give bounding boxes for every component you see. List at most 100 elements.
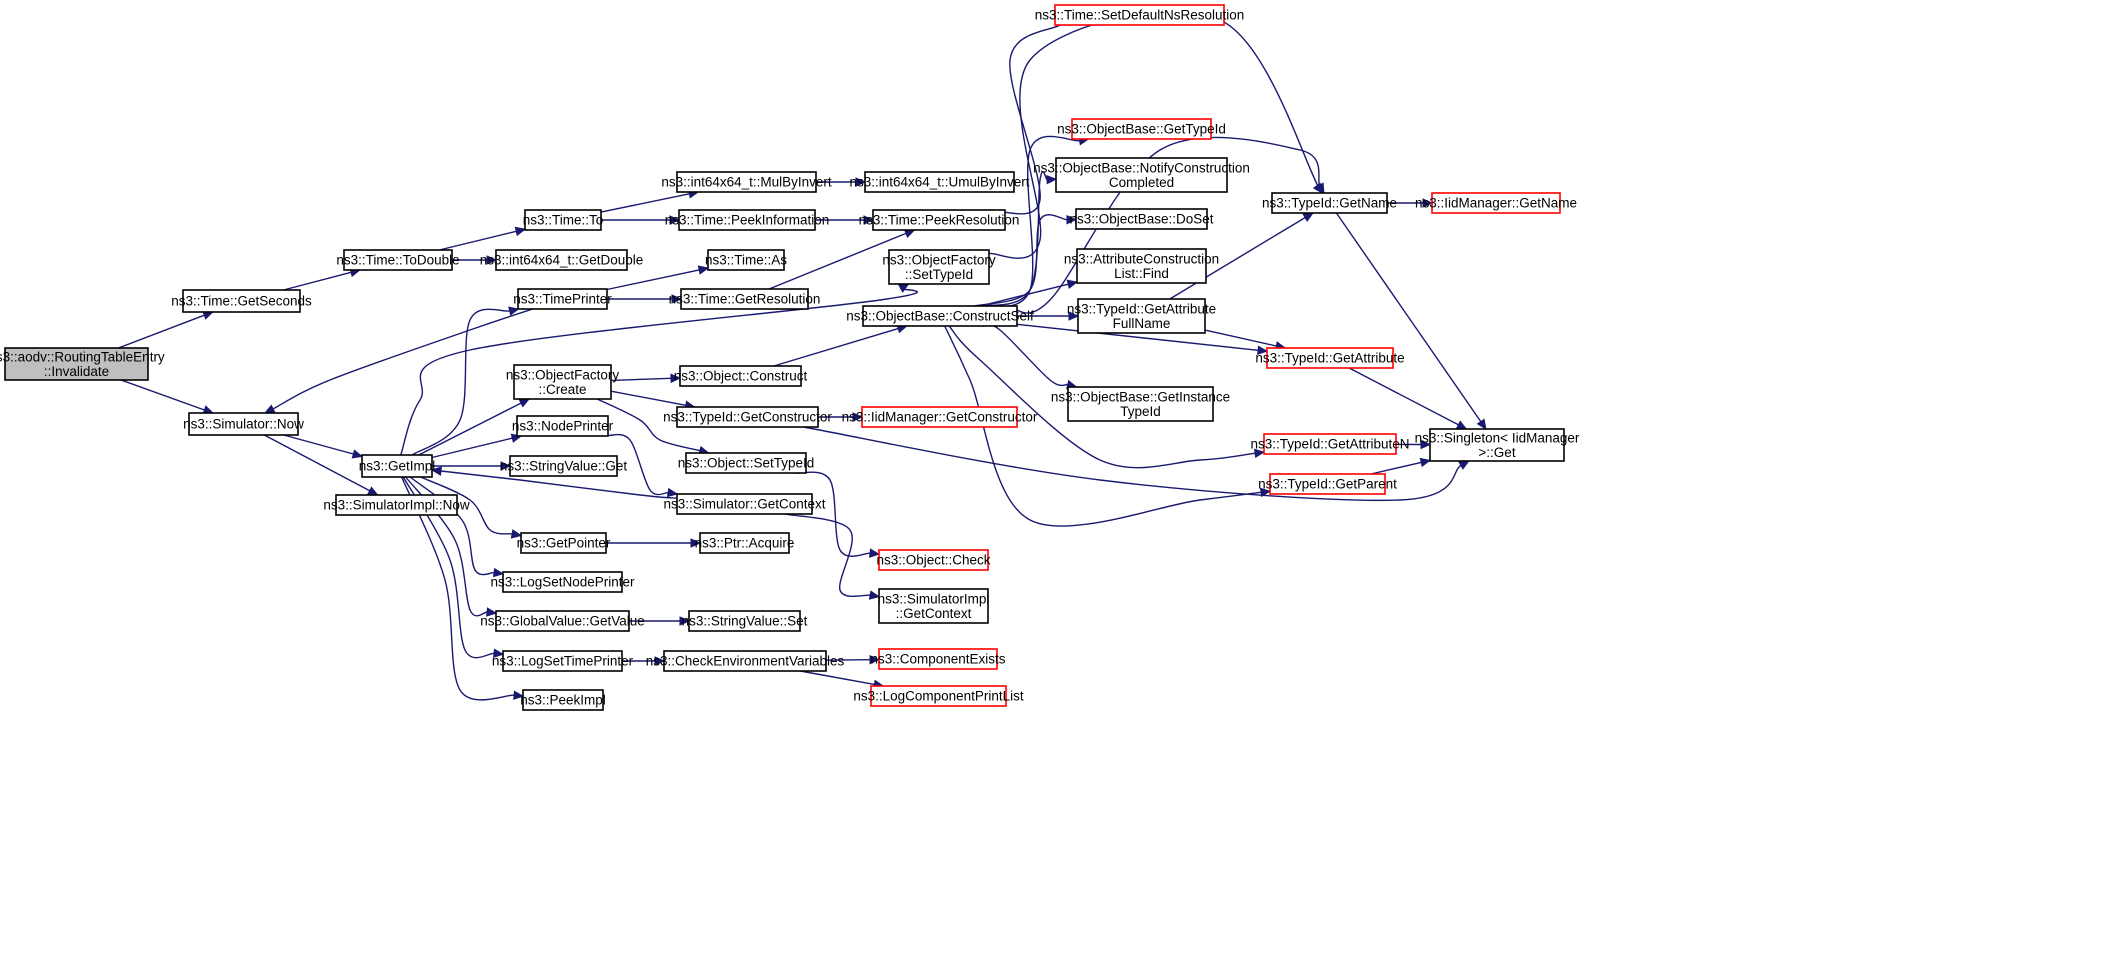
node-umulbyinvert[interactable]: ns3::int64x64_t::UmulByInvert [849,171,1030,193]
node-sim-now[interactable]: ns3::Simulator::Now [183,412,304,436]
node-box[interactable] [1271,192,1388,214]
node-peekres[interactable]: ns3::Time::PeekResolution [859,209,1020,231]
node-of-create[interactable]: ns3::ObjectFactory::Create [506,364,620,400]
node-int-getdouble[interactable]: ns3::int64x64_t::GetDouble [480,249,644,271]
node-box[interactable] [1075,208,1208,230]
node-box[interactable] [676,171,817,193]
node-ob-doset[interactable]: ns3::ObjectBase::DoSet [1069,208,1214,230]
node-box[interactable] [343,249,453,271]
node-getresolution[interactable]: ns3::Time::GetResolution [669,288,821,310]
node-box[interactable] [513,364,612,400]
node-checkenv[interactable]: ns3::CheckEnvironmentVariables [646,650,845,672]
node-box[interactable] [335,494,458,516]
node-of-settypeid[interactable]: ns3::ObjectFactory::SetTypeId [882,249,996,285]
node-box[interactable] [1269,473,1386,495]
node-mulbyinvert[interactable]: ns3::int64x64_t::MulByInvert [661,171,832,193]
node-box[interactable] [522,689,604,711]
node-get-seconds[interactable]: ns3::Time::GetSeconds [171,289,312,313]
node-box[interactable] [188,412,299,436]
node-box[interactable] [517,288,608,310]
node-box[interactable] [182,289,301,313]
node-box[interactable] [4,347,149,381]
node-to-double[interactable]: ns3::Time::ToDouble [336,249,460,271]
node-box[interactable] [1077,298,1206,334]
node-ob-gettypeid[interactable]: ns3::ObjectBase::GetTypeId [1057,118,1226,140]
node-getpointer[interactable]: ns3::GetPointer [517,532,611,554]
node-sv-get[interactable]: ns3::StringValue::Get [500,455,628,477]
node-setdefaultns[interactable]: ns3::Time::SetDefaultNsResolution [1035,4,1245,26]
node-obj-settypeid[interactable]: ns3::Object::SetTypeId [678,452,815,474]
node-simimpl-getcontext[interactable]: ns3::SimulatorImpl::GetContext [878,588,990,624]
node-logsettimeprinter[interactable]: ns3::LogSetTimePrinter [492,650,634,672]
node-box[interactable] [680,288,809,310]
node-time-to[interactable]: ns3::Time::To [523,209,604,231]
node-box[interactable] [862,305,1018,327]
node-box[interactable] [1055,157,1228,193]
node-simimpl-now[interactable]: ns3::SimulatorImpl::Now [323,494,470,516]
node-box[interactable] [878,588,989,624]
node-tid-getname[interactable]: ns3::TypeId::GetName [1262,192,1397,214]
node-box[interactable] [878,549,989,571]
node-box[interactable] [1266,347,1394,369]
node-box[interactable] [516,415,609,437]
node-obj-construct[interactable]: ns3::Object::Construct [674,365,808,387]
node-gv-getvalue[interactable]: ns3::GlobalValue::GetValue [480,610,645,632]
node-box[interactable] [502,571,623,593]
node-tid-getparent[interactable]: ns3::TypeId::GetParent [1258,473,1397,495]
node-box[interactable] [1071,118,1212,140]
node-getimpl[interactable]: ns3::GetImpl [359,454,436,478]
node-obj-check[interactable]: ns3::Object::Check [876,549,991,571]
node-box[interactable] [685,452,807,474]
node-time-as[interactable]: ns3::Time::As [705,249,787,271]
node-box[interactable] [870,685,1007,707]
node-box[interactable] [676,493,813,515]
node-iid-getctor[interactable]: ns3::IidManager::GetConstructor [842,406,1038,428]
node-box[interactable] [1067,386,1214,422]
node-tid-getctor[interactable]: ns3::TypeId::GetConstructor [663,406,832,428]
node-peekinfo[interactable]: ns3::Time::PeekInformation [665,209,830,231]
node-box[interactable] [878,648,998,670]
node-sv-set[interactable]: ns3::StringValue::Set [682,610,808,632]
node-box[interactable] [495,249,628,271]
node-ob-constructself[interactable]: ns3::ObjectBase::ConstructSelf [846,305,1034,327]
node-box[interactable] [861,406,1018,428]
node-invalidate[interactable]: ns3::aodv::RoutingTableEntry::Invalidate [0,347,165,381]
node-iid-getname[interactable]: ns3::IidManager::GetName [1415,192,1577,214]
node-box[interactable] [495,610,630,632]
node-ptr-acquire[interactable]: ns3::Ptr::Acquire [695,532,795,554]
node-singleton-get[interactable]: ns3::Singleton< IidManager >::Get [1415,428,1580,462]
node-timeprinter[interactable]: ns3::TimePrinter [513,288,612,310]
node-box[interactable] [699,532,790,554]
node-box[interactable] [1263,433,1397,455]
node-box[interactable] [679,365,802,387]
node-box[interactable] [864,171,1015,193]
node-logsetnodeprinter[interactable]: ns3::LogSetNodePrinter [490,571,635,593]
node-ob-notify[interactable]: ns3::ObjectBase::NotifyConstructionCompl… [1033,157,1250,193]
node-logcompprintlist[interactable]: ns3::LogComponentPrintList [853,685,1024,707]
node-box[interactable] [524,209,602,231]
node-box[interactable] [888,249,990,285]
node-box[interactable] [1076,248,1207,284]
node-box[interactable] [676,406,819,428]
node-box[interactable] [502,650,623,672]
node-box[interactable] [1054,4,1225,26]
node-box[interactable] [663,650,827,672]
node-box[interactable] [1431,192,1561,214]
node-sim-getcontext[interactable]: ns3::Simulator::GetContext [663,493,826,515]
node-box[interactable] [520,532,607,554]
node-nodeprinter[interactable]: ns3::NodePrinter [512,415,614,437]
node-box[interactable] [688,610,801,632]
node-box[interactable] [707,249,785,271]
node-tid-getattrn[interactable]: ns3::TypeId::GetAttributeN [1250,433,1410,455]
node-box[interactable] [509,455,618,477]
node-box[interactable] [1429,428,1565,462]
node-compexists[interactable]: ns3::ComponentExists [870,648,1006,670]
node-box[interactable] [361,454,433,478]
node-peekimpl[interactable]: ns3::PeekImpl [520,689,606,711]
node-tid-getattr[interactable]: ns3::TypeId::GetAttribute [1255,347,1405,369]
node-box[interactable] [872,209,1006,231]
node-box[interactable] [678,209,816,231]
